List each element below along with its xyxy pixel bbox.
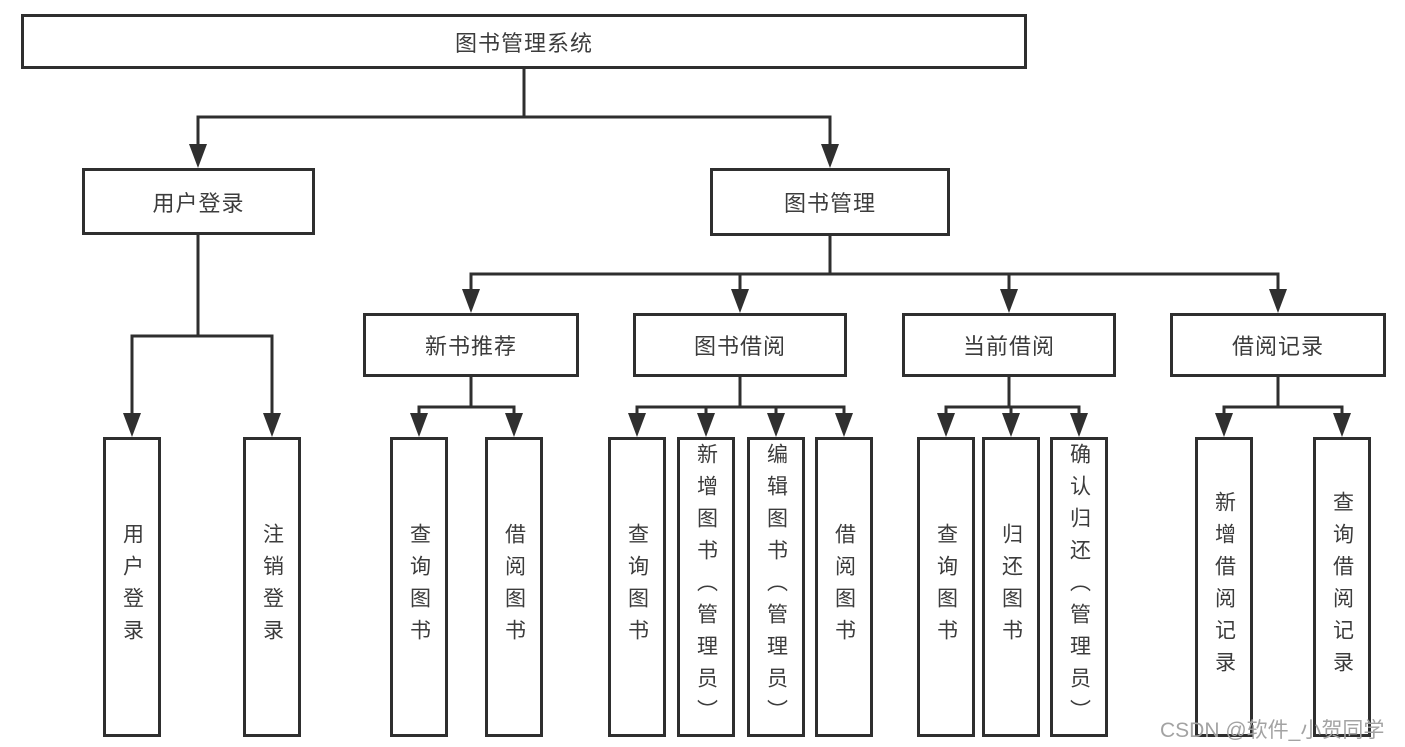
node-label: 编辑图书（管理员） <box>764 443 788 731</box>
node-label: 借阅图书 <box>502 523 526 651</box>
leaf-br-add-record: 新增借阅记录 <box>1195 437 1253 737</box>
node-label: 查询图书 <box>625 523 649 651</box>
node-current-borrowing: 当前借阅 <box>902 313 1116 377</box>
arrowheads <box>123 144 1351 437</box>
node-new-book-recommend: 新书推荐 <box>363 313 579 377</box>
node-borrowing-records: 借阅记录 <box>1170 313 1386 377</box>
leaf-logout: 注销登录 <box>243 437 301 737</box>
node-label: 图书管理系统 <box>454 30 593 56</box>
leaf-bb-edit-books-admin: 编辑图书（管理员） <box>747 437 805 737</box>
node-label: 注销登录 <box>260 523 284 651</box>
leaf-bb-borrow-books: 借阅图书 <box>815 437 873 737</box>
node-label: 借阅图书 <box>832 523 856 651</box>
leaf-cb-confirm-return-admin: 确认归还（管理员） <box>1050 437 1108 737</box>
leaf-user-login: 用户登录 <box>103 437 161 737</box>
leaf-br-query-record: 查询借阅记录 <box>1313 437 1371 737</box>
node-library-management-system: 图书管理系统 <box>21 14 1027 69</box>
leaf-cb-query-books: 查询图书 <box>917 437 975 737</box>
node-label: 当前借阅 <box>962 334 1055 359</box>
node-label: 借阅记录 <box>1231 334 1324 359</box>
leaf-bb-add-books-admin: 新增图书（管理员） <box>677 437 735 737</box>
node-label: 查询图书 <box>934 523 958 651</box>
node-label: 查询图书 <box>407 523 431 651</box>
node-label: 归还图书 <box>999 523 1023 651</box>
node-label: 图书借阅 <box>693 334 786 359</box>
node-user-login: 用户登录 <box>82 168 315 235</box>
node-label: 查询借阅记录 <box>1330 491 1354 683</box>
csdn-watermark: CSDN @软件_小贺同学 <box>1160 719 1385 742</box>
node-label: 用户登录 <box>120 523 144 651</box>
leaf-nb-borrow-books: 借阅图书 <box>485 437 543 737</box>
node-book-management: 图书管理 <box>710 168 950 236</box>
node-label: 确认归还（管理员） <box>1067 443 1091 731</box>
leaf-nb-query-books: 查询图书 <box>390 437 448 737</box>
node-label: 新书推荐 <box>424 334 517 359</box>
leaf-cb-return-books: 归还图书 <box>982 437 1040 737</box>
node-label: 新增借阅记录 <box>1212 491 1236 683</box>
node-label: 用户登录 <box>152 190 245 216</box>
node-label: 新增图书（管理员） <box>694 443 718 731</box>
node-label: 图书管理 <box>783 191 876 216</box>
node-book-borrowing: 图书借阅 <box>633 313 847 377</box>
leaf-bb-query-books: 查询图书 <box>608 437 666 737</box>
